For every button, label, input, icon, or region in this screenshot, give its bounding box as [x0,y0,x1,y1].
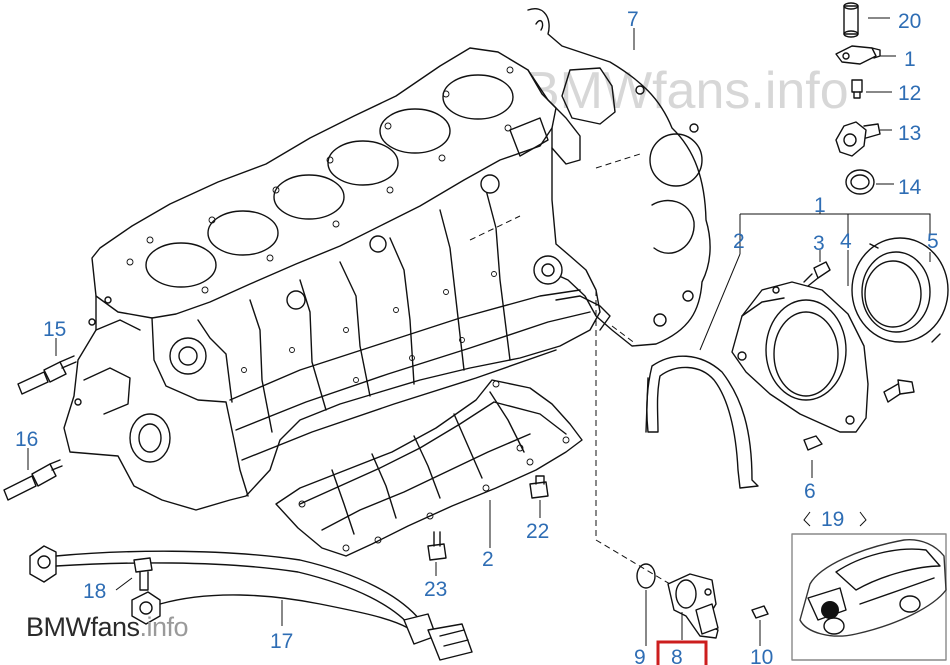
ref-line-1 [595,153,641,169]
bolt-part-22 [529,475,549,499]
watermark-center: BMWfans.info [525,62,849,120]
crank-seal [851,237,949,343]
callout-20: 20 [898,10,921,33]
screw-part-10 [751,605,769,619]
callout-13: 13 [898,122,921,145]
sensor-part-15 [17,355,77,395]
part-13-plug [835,121,881,157]
callout-10: 10 [750,646,773,665]
callout-6: 6 [804,480,816,503]
callout-17: 17 [270,630,293,653]
callout-21: 2 [482,548,494,571]
seal-carrier [731,281,869,433]
callout-labels: 7 20 1 12 13 14 1 2 3 4 5 6 19 15 16 22 … [15,8,939,665]
knock-sensor-harness [29,545,473,661]
callout-2: 2 [733,230,745,253]
callout-11: 1 [904,48,916,71]
screw-part-3 [803,261,831,287]
callout-7: 7 [627,8,639,31]
brand-watermark: BMWfans.info [26,612,189,643]
callout-15: 15 [43,318,66,341]
part-11-bracket [835,45,881,65]
brand-info: .info [139,612,189,642]
o-ring-part-9 [636,563,656,589]
leader-lines [27,17,931,646]
callout-1: 1 [814,194,826,217]
rear-gasket [527,8,711,347]
engine-block [63,47,611,511]
callout-22: 22 [526,520,549,543]
seal-carrier-gasket [645,355,759,489]
bolt-part-18 [133,557,153,591]
part-20-pin [843,2,859,38]
callout-12: 12 [898,82,921,105]
highlight-box-part-8 [656,640,708,665]
callout-19: 19 [821,508,844,531]
callout-8: 8 [671,646,683,665]
ref-line-5 [611,325,637,345]
brand-bmw: BMW [26,612,91,642]
callout-18: 18 [83,580,106,603]
bolt-right [883,379,915,403]
callout-23: 23 [424,578,447,601]
bolt-part-23 [427,531,447,561]
ref-line-2 [469,215,521,241]
callout-16: 16 [15,428,38,451]
callout-3: 3 [813,232,825,255]
callout-9: 9 [634,646,646,665]
crank-sensor [636,563,769,639]
part-12-screw [851,79,863,99]
dowel-part-6 [803,435,823,451]
callout-4: 4 [840,230,852,253]
vehicle-inset [791,533,947,661]
sensor-part-16 [3,459,63,501]
callout-5: 5 [927,230,939,253]
callout-14: 14 [898,176,922,199]
brand-fans: fans [90,612,140,642]
windage-tray [275,379,583,557]
ref-line-4 [595,539,681,591]
part-14-plug [845,169,875,195]
